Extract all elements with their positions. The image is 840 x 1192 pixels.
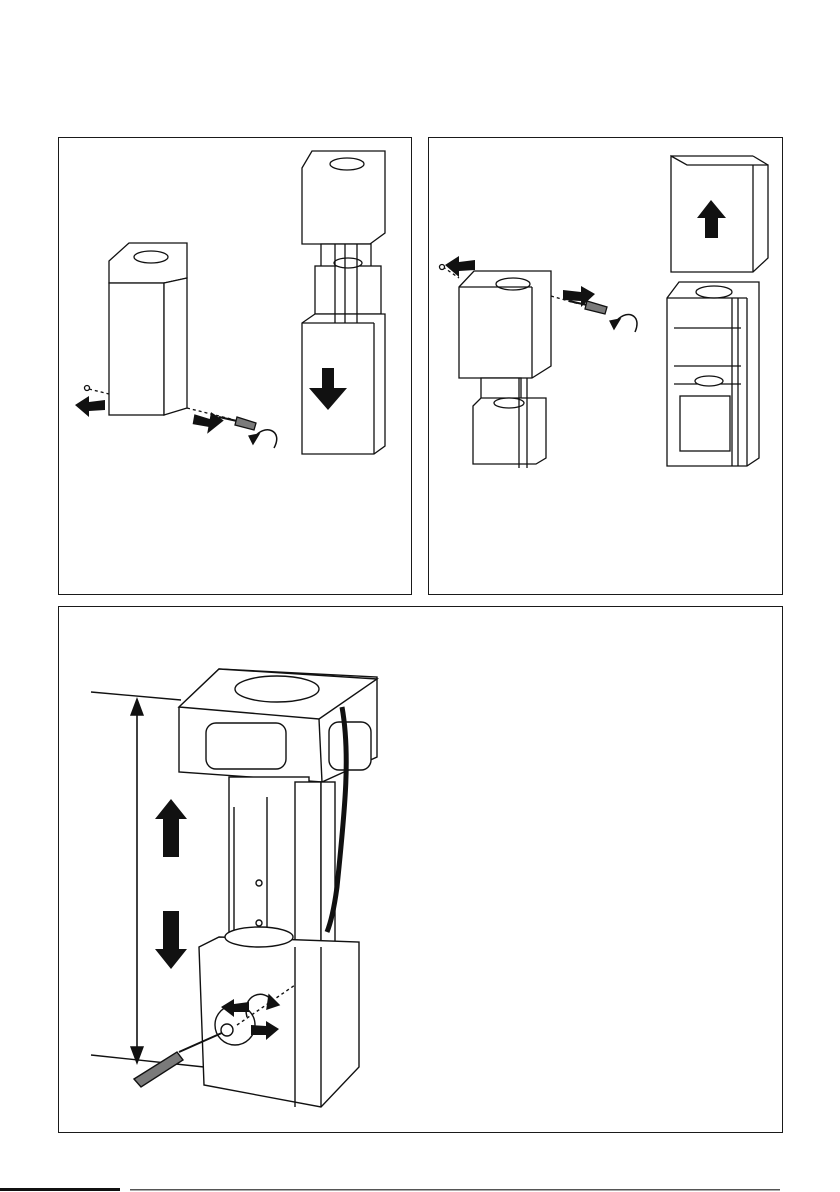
motor-box — [199, 927, 359, 1107]
chimney-cover-upper-left — [459, 271, 551, 468]
illustration-frame-adjustment — [59, 607, 784, 1134]
rotate-icon — [254, 430, 277, 448]
illustration-upper-cover — [429, 138, 784, 596]
illustration-lower-cover — [59, 138, 413, 596]
screwdriver-icon — [219, 417, 256, 430]
screw-icon — [221, 1024, 233, 1036]
footer-edge-strip — [0, 1186, 840, 1192]
telescopic-frame — [667, 282, 759, 466]
rotate-icon — [615, 314, 637, 332]
arrow-left-icon — [75, 396, 105, 417]
arrow-down-icon — [155, 911, 187, 969]
panel-remove-lower-cover — [58, 137, 412, 595]
screw-icon — [440, 265, 445, 270]
screwdriver-icon — [569, 301, 607, 314]
chimney-cover-right — [302, 151, 385, 454]
screw-icon — [85, 386, 90, 391]
arrow-right-icon — [191, 409, 224, 436]
panel-adjust-frame-height — [58, 606, 783, 1133]
chimney-cover-left — [109, 243, 187, 415]
panel-remove-upper-cover — [428, 137, 783, 595]
arrow-up-icon — [155, 799, 187, 857]
